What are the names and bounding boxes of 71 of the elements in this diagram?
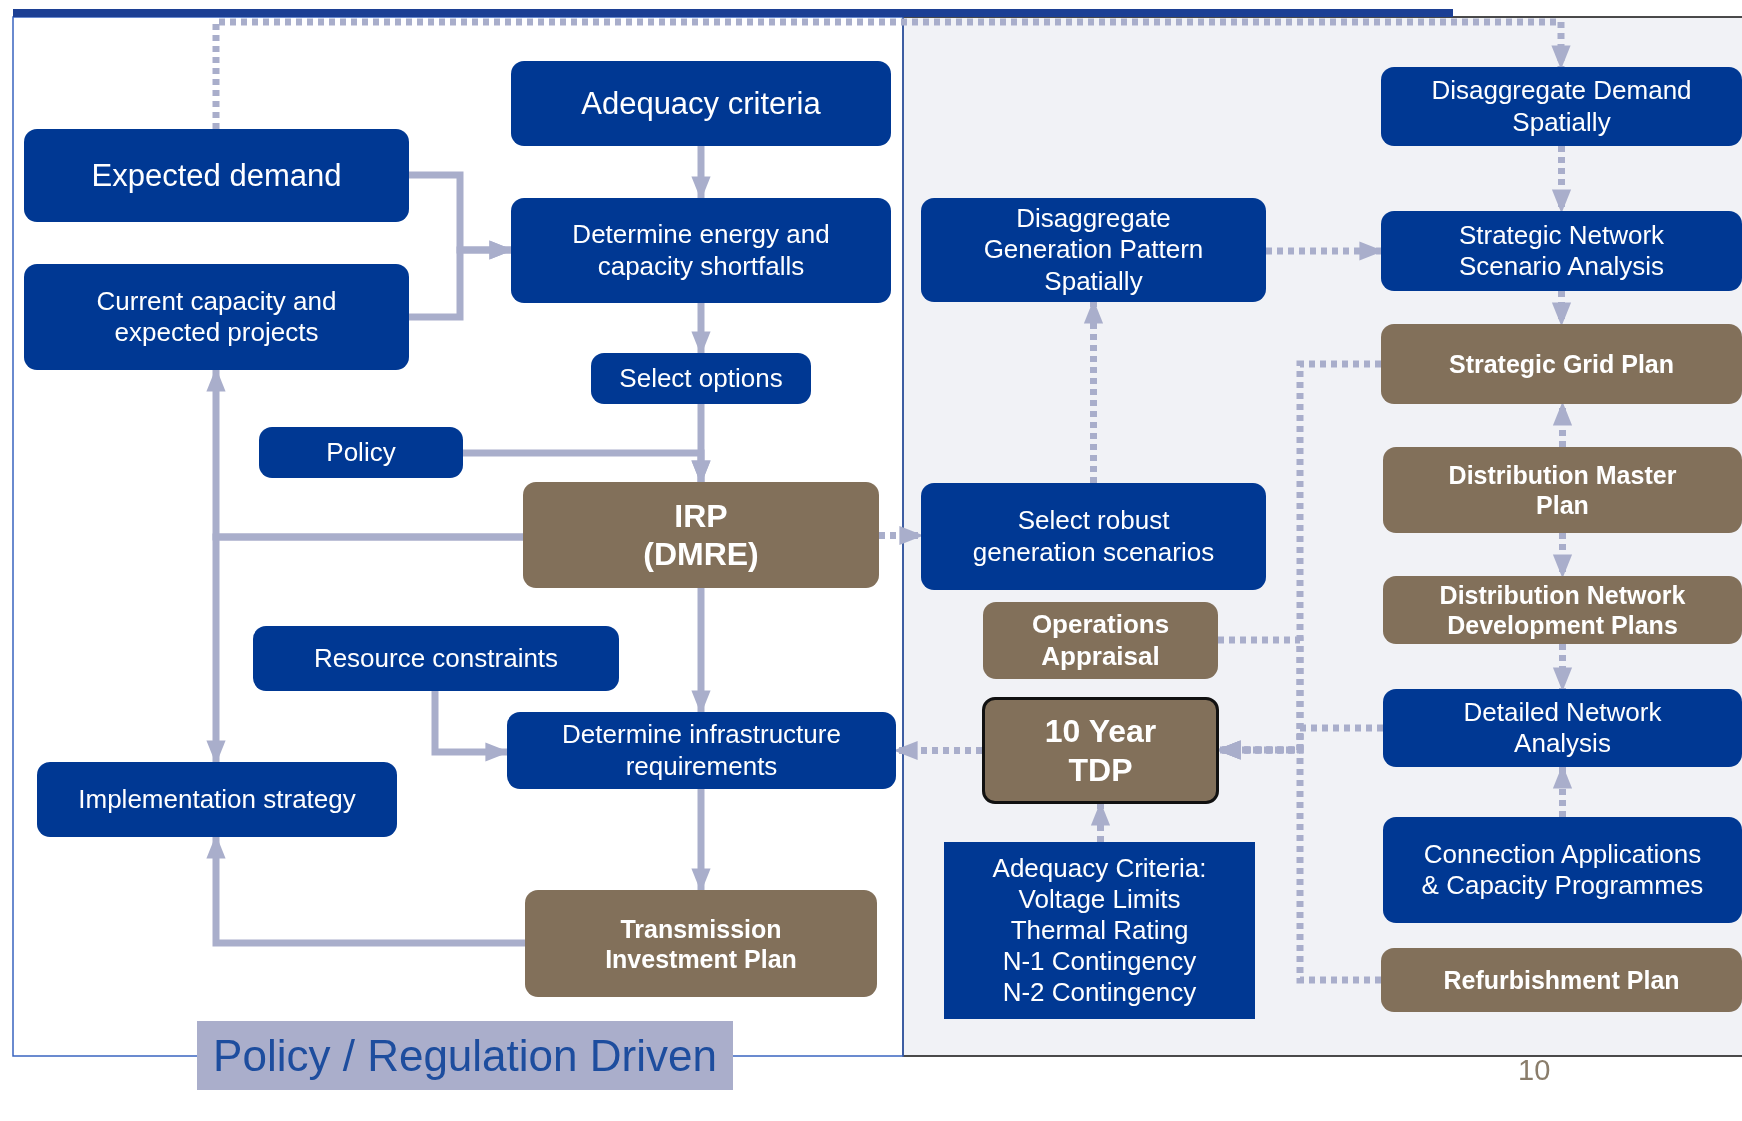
box-label: N-1 Contingency: [1002, 945, 1197, 977]
plan-box: [1381, 948, 1742, 1012]
box-label: (DMRE): [643, 535, 759, 574]
process-box: [259, 427, 463, 478]
box-label: Disaggregate Demand Spatially: [1430, 75, 1693, 138]
process-box: [591, 353, 811, 404]
box-label: Distribution Network Development Plans: [1438, 580, 1687, 640]
process-box: [24, 129, 409, 222]
plan-box: [1383, 447, 1742, 533]
box-label: Current capacity and expected projects: [95, 285, 338, 349]
box-label: 10 Year: [1044, 712, 1157, 751]
box-label: Refurbishment Plan: [1443, 965, 1680, 995]
box-label: Strategic Network Scenario Analysis: [1457, 219, 1666, 283]
box-label: Resource constraints: [313, 642, 559, 675]
process-box: [1381, 67, 1742, 146]
connector-arrow: [1551, 291, 1572, 327]
box-label: Distribution Master Plan: [1447, 460, 1678, 520]
box-label: Determine energy and capacity shortfalls: [571, 219, 831, 282]
connector-arrow: [1552, 764, 1573, 817]
connector-arrow: [1551, 146, 1572, 214]
box-label: TDP: [1068, 750, 1133, 789]
page-number: 10: [1518, 1054, 1552, 1088]
connector-arrow: [1552, 533, 1573, 579]
process-box: [1381, 211, 1742, 291]
connector-arrow: [1552, 644, 1573, 692]
box-label: Voltage Limits: [1018, 884, 1181, 916]
process-box: [24, 264, 409, 370]
plan-box: [1381, 324, 1742, 404]
criteria-box: [944, 842, 1255, 1019]
process-box: [921, 198, 1266, 302]
plan-box: [982, 697, 1219, 804]
box-label: IRP: [674, 496, 728, 535]
connector-arrow: [463, 449, 711, 485]
box-label: Detailed Network Analysis: [1462, 696, 1663, 760]
connector-arrow: [691, 588, 711, 715]
box-label: Expected demand: [91, 156, 342, 195]
box-label: N-2 Contingency: [1002, 976, 1197, 1008]
box-label: Strategic Grid Plan: [1448, 349, 1675, 379]
plan-box: [1383, 576, 1742, 644]
box-label: Adequacy criteria: [581, 84, 821, 123]
connector-arrow: [691, 303, 711, 356]
connector-arrow: [1552, 401, 1573, 447]
process-box: [507, 712, 896, 789]
process-box: [1383, 689, 1742, 767]
box-label: Transmission Investment Plan: [604, 913, 798, 974]
box-label: Implementation strategy: [78, 783, 356, 816]
box-label: Thermal Rating: [1010, 915, 1189, 946]
connector-arrow: [1083, 299, 1104, 483]
box-label: Policy: [326, 436, 396, 469]
plan-box: [525, 890, 877, 997]
process-box: [511, 61, 891, 146]
connector-arrow: [691, 789, 711, 893]
process-box: [37, 762, 397, 837]
connector-arrow: [206, 533, 523, 765]
box-label: Determine infrastructure requirements: [561, 719, 842, 782]
plan-box: [983, 602, 1218, 679]
box-label: Select robust generation scenarios: [971, 505, 1216, 568]
plan-box: [523, 482, 879, 588]
connector-arrow: [212, 18, 1571, 129]
box-label: Select options: [619, 362, 783, 395]
process-box: [921, 483, 1266, 590]
box-label: Connection Applications & Capacity Programmes: [1420, 838, 1705, 902]
connector-arrow: [691, 146, 711, 201]
box-label: Disaggregate Generation Pattern Spatially: [982, 203, 1205, 297]
connector-arrow: [206, 834, 525, 947]
process-box: [253, 626, 619, 691]
process-box: [511, 198, 891, 303]
section-label: Policy / Regulation Driven: [197, 1021, 733, 1090]
process-box: [1383, 817, 1742, 923]
box-label: Adequacy Criteria:: [992, 853, 1207, 885]
box-label: Operations Appraisal: [1030, 609, 1171, 672]
